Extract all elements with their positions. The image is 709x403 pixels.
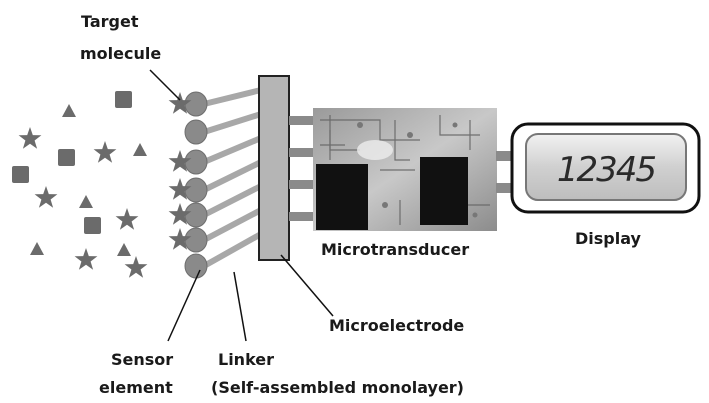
sensor-element — [184, 227, 208, 253]
star-icon — [168, 178, 192, 200]
star-icon — [124, 256, 148, 278]
sensor-element — [184, 202, 208, 228]
display-device: 12345 — [510, 122, 701, 214]
sensor-element — [184, 91, 208, 117]
leader-lines — [149, 69, 334, 342]
triangle-icon — [79, 195, 93, 208]
sensor-element — [184, 149, 208, 175]
star-icon — [168, 150, 192, 172]
linker-chain — [201, 159, 264, 193]
microelectrode — [258, 75, 290, 261]
sensor-elements — [184, 91, 208, 279]
labels: Target molecule Microtransducer Display … — [80, 12, 642, 397]
microelectrode-leader — [280, 254, 334, 317]
display-pins — [496, 151, 518, 193]
star-icon — [18, 127, 42, 149]
star-icon — [168, 92, 192, 114]
sensor-element — [184, 119, 208, 145]
star-icon — [115, 208, 139, 230]
square-icon — [115, 91, 132, 108]
linker-chain — [201, 231, 264, 269]
linker-chain — [201, 87, 264, 107]
linker-chain — [201, 111, 264, 135]
linker-leader — [233, 271, 247, 342]
label-linker-line1: Linker — [218, 350, 274, 369]
star-icon — [168, 228, 192, 250]
square-icon — [58, 149, 75, 166]
sensor-leader — [167, 269, 201, 342]
triangle-icon — [62, 104, 76, 117]
star-icon — [93, 141, 117, 163]
label-display: Display — [575, 229, 642, 248]
linker-chain — [201, 135, 264, 165]
square-icon — [84, 217, 101, 234]
label-sensor-line2: element — [99, 378, 173, 397]
sensor-element — [184, 253, 208, 279]
display-value: 12345 — [557, 150, 656, 190]
chip-block-right — [420, 157, 468, 225]
square-icon — [12, 166, 29, 183]
triangle-icon — [30, 242, 44, 255]
linker-chain — [201, 183, 264, 218]
triangle-icon — [117, 243, 131, 256]
target-molecules — [12, 91, 148, 278]
linkers — [201, 87, 264, 269]
label-microtransducer: Microtransducer — [321, 240, 469, 259]
star-icon — [74, 248, 98, 270]
label-sensor-line1: Sensor — [111, 350, 173, 369]
star-icon — [34, 186, 58, 208]
label-linker-line2: (Self-assembled monolayer) — [211, 378, 464, 397]
electrode-pins — [289, 116, 315, 221]
bound-target-molecules — [168, 92, 192, 250]
triangle-icon — [133, 143, 147, 156]
chip-block-left — [316, 164, 368, 230]
label-target-line1: Target — [81, 12, 139, 31]
label-microelectrode: Microelectrode — [329, 316, 464, 335]
target-leader — [149, 69, 181, 101]
microtransducer — [313, 108, 497, 231]
label-target-line2: molecule — [80, 44, 161, 63]
star-icon — [168, 203, 192, 225]
display-screen — [525, 133, 687, 201]
sensor-element — [184, 177, 208, 203]
linker-chain — [201, 207, 264, 243]
